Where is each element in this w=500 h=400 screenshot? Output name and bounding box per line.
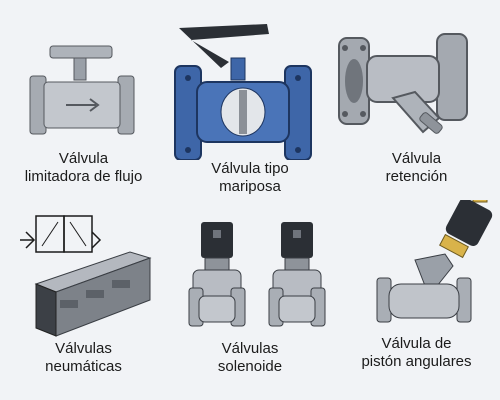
valve-card-pneumatic: Válvulas neumáticas [0, 200, 167, 400]
solenoid-valve-right [268, 222, 326, 327]
valve-card-solenoid: Válvulas solenoide [167, 200, 333, 400]
butterfly-valve-image [174, 24, 312, 160]
valve-card-butterfly: Válvula tipo mariposa [167, 0, 333, 200]
solenoid-caption: Válvulas solenoide [217, 340, 283, 375]
valve-card-check: Válvula retención [333, 0, 500, 200]
angle-seat-caption: Válvula de pistón angulares [361, 335, 472, 370]
check-caption: Válvula retención [385, 150, 448, 185]
solenoid-valve-left [188, 222, 246, 327]
check-valve-image [338, 33, 468, 134]
valve-card-flow-limiter: Válvula limitadora de flujo [0, 0, 167, 200]
angle-seat-valve-image [376, 200, 493, 323]
butterfly-caption: Válvula tipo mariposa [211, 160, 289, 195]
pneumatic-valve-image [20, 215, 152, 337]
valve-card-angle-seat: Válvula de pistón angulares [333, 200, 500, 400]
pneumatic-caption: Válvulas neumáticas [45, 340, 122, 375]
solenoid-valves-image [188, 222, 326, 327]
flow-limiter-caption: Válvula limitadora de flujo [24, 150, 143, 185]
flow-limiter-valve-image [29, 45, 135, 135]
pneumatic-schematic-symbol [20, 215, 102, 253]
